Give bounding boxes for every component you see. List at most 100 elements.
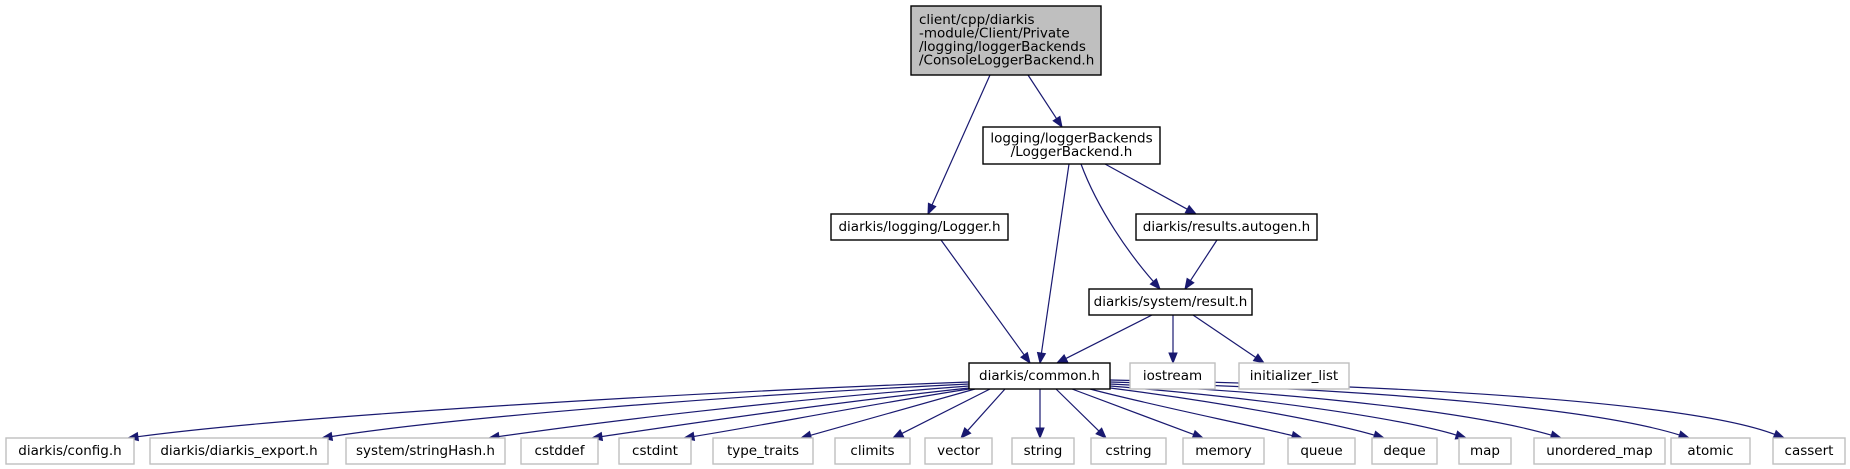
node-result-label-line: diarkis/system/result.h	[1094, 294, 1248, 310]
edge-loggerbackend-to-result-line	[1080, 163, 1155, 283]
node-common-box	[968, 362, 1111, 390]
node-logger[interactable]: diarkis/logging/Logger.h	[830, 213, 1009, 241]
edge-common-to-cstdint	[682, 388, 970, 442]
edge-common-to-cstring-arrowhead	[1095, 427, 1107, 439]
edge-root-to-loggerbackend	[1027, 74, 1063, 129]
node-map-box	[1458, 437, 1512, 465]
edge-common-to-cassert-arrowhead	[1772, 429, 1786, 439]
edges-layer	[126, 74, 1786, 442]
edge-common-to-atomic-line	[1109, 381, 1681, 436]
node-root-box	[910, 5, 1102, 76]
node-loggerbackend-label-line: /LoggerBackend.h	[1011, 144, 1133, 160]
edge-common-to-vector	[960, 388, 1006, 440]
edge-loggerbackend-to-results_autogen-line	[1104, 163, 1189, 211]
edge-common-to-memory-line	[1071, 388, 1195, 436]
edge-common-to-climits-arrowhead	[891, 429, 905, 439]
node-root-label-line: /ConsoleLoggerBackend.h	[919, 53, 1094, 69]
node-queue[interactable]: queue	[1287, 437, 1356, 465]
edge-common-to-deque-line	[1109, 387, 1376, 437]
edge-root-to-logger-arrowhead	[927, 202, 937, 216]
node-initializer_list[interactable]: initializer_list	[1238, 362, 1350, 390]
edge-common-to-string-arrowhead	[1035, 427, 1045, 440]
edge-common-to-cstring-line	[1055, 388, 1100, 433]
node-string[interactable]: string	[1011, 437, 1075, 465]
edge-common-to-atomic	[1109, 381, 1691, 440]
node-root[interactable]: client/cpp/diarkis-module/Client/Private…	[910, 5, 1102, 76]
node-iostream[interactable]: iostream	[1129, 362, 1216, 390]
node-result-box	[1088, 288, 1253, 316]
edge-result-to-iostream-arrowhead	[1168, 352, 1178, 365]
node-diarkis_export-label-line: diarkis/diarkis_export.h	[160, 443, 317, 459]
node-config-label-line: diarkis/config.h	[18, 443, 121, 459]
node-cstdint[interactable]: cstdint	[618, 437, 692, 465]
node-string-label-line: string	[1024, 443, 1063, 459]
edge-common-to-cstdint-line	[692, 388, 970, 438]
node-cstddef-label-line: cstddef	[535, 443, 586, 459]
edge-logger-to-common-line	[940, 239, 1026, 357]
node-atomic-label-line: atomic	[1687, 443, 1733, 459]
node-stringhash[interactable]: system/stringHash.h	[345, 437, 506, 465]
node-results_autogen[interactable]: diarkis/results.autogen.h	[1135, 213, 1318, 241]
node-climits-box	[834, 437, 911, 465]
node-unordered_map[interactable]: unordered_map	[1533, 437, 1666, 465]
node-result[interactable]: diarkis/system/result.h	[1088, 288, 1253, 316]
node-type_traits[interactable]: type_traits	[712, 437, 814, 465]
node-diarkis_export[interactable]: diarkis/diarkis_export.h	[149, 437, 329, 465]
edge-common-to-memory-arrowhead	[1191, 429, 1205, 439]
node-common-label-line: diarkis/common.h	[979, 368, 1100, 384]
node-root-label-line: -module/Client/Private	[919, 26, 1070, 42]
node-loggerbackend[interactable]: logging/loggerBackends/LoggerBackend.h	[982, 126, 1161, 165]
node-cstring[interactable]: cstring	[1090, 437, 1167, 465]
node-deque[interactable]: deque	[1371, 437, 1438, 465]
node-common[interactable]: diarkis/common.h	[968, 362, 1111, 390]
node-unordered_map-box	[1533, 437, 1666, 465]
edge-loggerbackend-to-common-line	[1040, 163, 1070, 355]
edge-loggerbackend-to-common-arrowhead	[1036, 351, 1047, 365]
edge-common-to-stringhash	[487, 385, 970, 442]
edge-result-to-common	[1055, 314, 1153, 364]
edge-common-to-cstddef	[590, 387, 970, 442]
edge-common-to-string	[1035, 389, 1045, 440]
edge-result-to-common-arrowhead	[1055, 354, 1069, 364]
node-cstddef[interactable]: cstddef	[520, 437, 599, 465]
edge-common-to-map-line	[1109, 385, 1458, 436]
edge-common-to-diarkis_export	[320, 383, 970, 442]
node-atomic-box	[1670, 437, 1751, 465]
node-queue-box	[1287, 437, 1356, 465]
node-memory[interactable]: memory	[1182, 437, 1265, 465]
node-root-label-line: client/cpp/diarkis	[919, 12, 1034, 28]
node-climits[interactable]: climits	[834, 437, 911, 465]
node-logger-label-line: diarkis/logging/Logger.h	[838, 219, 1000, 235]
node-results_autogen-box	[1135, 213, 1318, 241]
edge-result-to-initializer_list-arrowhead	[1252, 353, 1266, 364]
node-diarkis_export-box	[149, 437, 329, 465]
node-memory-label-line: memory	[1195, 443, 1251, 459]
node-initializer_list-label-line: initializer_list	[1250, 368, 1338, 384]
node-vector[interactable]: vector	[924, 437, 993, 465]
edge-root-to-loggerbackend-line	[1027, 74, 1058, 120]
edge-common-to-deque	[1109, 387, 1386, 440]
edge-common-to-map	[1109, 385, 1468, 440]
node-config-box	[5, 437, 135, 465]
node-cassert[interactable]: cassert	[1772, 437, 1846, 465]
node-atomic[interactable]: atomic	[1670, 437, 1751, 465]
node-stringhash-box	[345, 437, 506, 465]
node-map-label-line: map	[1470, 443, 1500, 459]
node-loggerbackend-box	[982, 126, 1161, 165]
node-cstring-label-line: cstring	[1105, 443, 1151, 459]
edge-loggerbackend-to-results_autogen-arrowhead	[1184, 204, 1198, 215]
nodes-layer: client/cpp/diarkis-module/Client/Private…	[5, 5, 1846, 465]
node-cassert-box	[1772, 437, 1846, 465]
edge-common-to-diarkis_export-line	[330, 383, 970, 438]
edge-result-to-initializer_list-line	[1192, 314, 1257, 359]
node-queue-label-line: queue	[1300, 443, 1342, 459]
node-map[interactable]: map	[1458, 437, 1512, 465]
edge-results_autogen-to-result-line	[1189, 239, 1218, 282]
edge-loggerbackend-to-common	[1036, 163, 1070, 365]
edge-loggerbackend-to-results_autogen	[1104, 163, 1198, 215]
edge-common-to-cstring	[1055, 388, 1107, 439]
node-config[interactable]: diarkis/config.h	[5, 437, 135, 465]
edge-logger-to-common	[940, 239, 1031, 365]
node-vector-label-line: vector	[937, 443, 980, 459]
